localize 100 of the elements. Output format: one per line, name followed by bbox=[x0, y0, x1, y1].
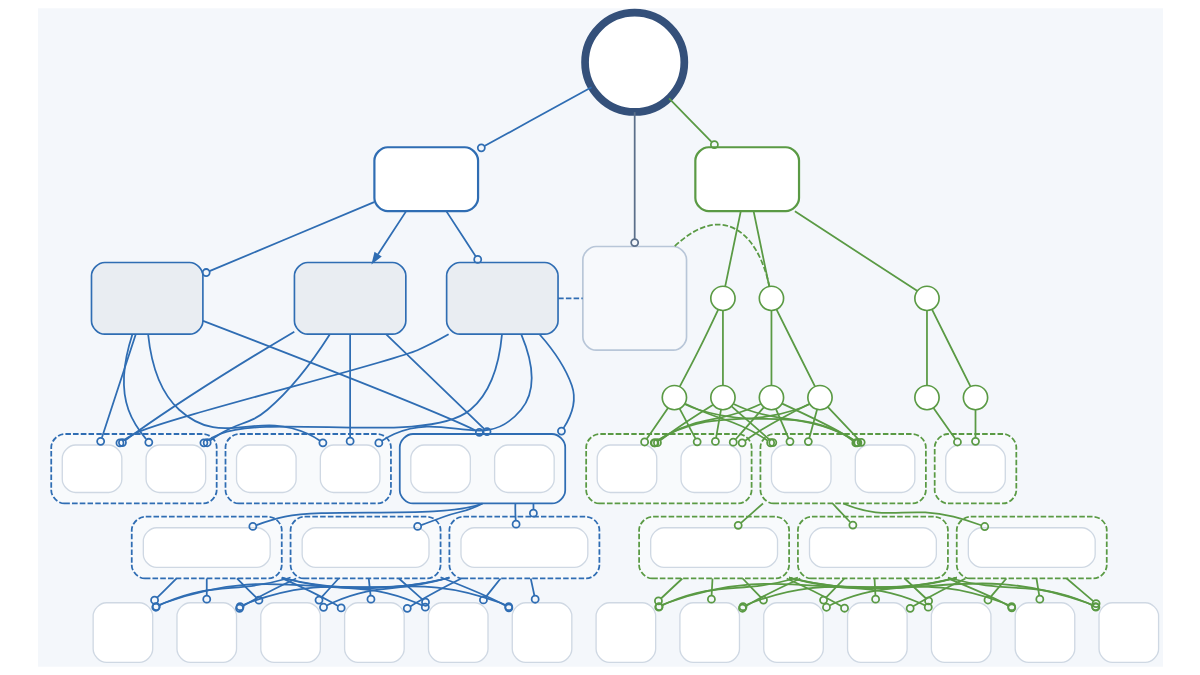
node-box bbox=[762, 602, 824, 663]
connector bbox=[397, 577, 430, 607]
node-circle bbox=[709, 285, 736, 312]
connector bbox=[653, 577, 683, 606]
cluster bbox=[759, 433, 927, 505]
node-box bbox=[142, 527, 271, 569]
node-box bbox=[1014, 602, 1075, 663]
connector bbox=[247, 502, 483, 531]
connector bbox=[629, 111, 639, 247]
connector bbox=[673, 223, 770, 288]
connector bbox=[412, 502, 483, 531]
connector bbox=[650, 403, 762, 448]
node-box bbox=[581, 245, 687, 351]
connector bbox=[733, 502, 764, 530]
node-box bbox=[61, 444, 122, 494]
node-box bbox=[596, 444, 657, 494]
connector bbox=[737, 577, 801, 613]
node-circle bbox=[758, 384, 784, 411]
connector bbox=[903, 577, 933, 606]
node-box bbox=[92, 602, 153, 663]
connector bbox=[706, 577, 716, 604]
connector bbox=[723, 210, 742, 288]
connector bbox=[841, 502, 989, 531]
node-box bbox=[511, 602, 572, 663]
cluster bbox=[955, 515, 1108, 580]
connector bbox=[818, 577, 845, 605]
connector bbox=[1065, 577, 1100, 608]
cluster bbox=[448, 515, 600, 580]
connector bbox=[683, 402, 775, 448]
connector bbox=[439, 576, 513, 613]
connector bbox=[803, 408, 818, 446]
connector bbox=[373, 333, 532, 448]
connector bbox=[95, 333, 137, 446]
connector bbox=[774, 408, 794, 446]
connector bbox=[728, 406, 765, 447]
node-box bbox=[459, 527, 588, 569]
node-box bbox=[967, 527, 1096, 569]
connector bbox=[826, 406, 866, 447]
node-box bbox=[90, 261, 204, 335]
connector bbox=[556, 297, 584, 300]
node-circle bbox=[913, 285, 940, 312]
connector bbox=[639, 407, 669, 447]
cluster bbox=[398, 433, 566, 505]
cluster bbox=[796, 515, 949, 580]
connector bbox=[478, 577, 501, 605]
connector bbox=[235, 577, 263, 605]
node-box bbox=[930, 602, 992, 663]
connector bbox=[653, 576, 799, 612]
connector bbox=[775, 308, 816, 388]
connector bbox=[683, 403, 862, 448]
connector bbox=[741, 577, 768, 605]
connector bbox=[146, 333, 327, 448]
connector bbox=[402, 577, 462, 613]
node-box bbox=[293, 261, 407, 335]
node-box bbox=[235, 444, 297, 494]
connector bbox=[1034, 577, 1044, 604]
node-box bbox=[493, 444, 555, 494]
connector bbox=[793, 210, 918, 292]
connector bbox=[314, 577, 339, 605]
cluster bbox=[289, 515, 441, 580]
node-box bbox=[944, 444, 1006, 494]
node-box bbox=[649, 527, 778, 569]
connector bbox=[732, 403, 862, 448]
connector bbox=[201, 577, 211, 604]
node-box bbox=[846, 602, 908, 663]
arrow bbox=[370, 210, 407, 265]
node-box bbox=[1097, 602, 1159, 663]
cluster bbox=[584, 433, 752, 505]
node-box bbox=[319, 444, 381, 494]
connector bbox=[511, 502, 520, 529]
node-box bbox=[445, 261, 559, 335]
node-box bbox=[594, 602, 656, 663]
connector bbox=[150, 576, 291, 612]
connector bbox=[678, 308, 719, 388]
connector bbox=[831, 502, 857, 530]
node-circle bbox=[806, 384, 833, 411]
connector bbox=[122, 333, 153, 447]
connector bbox=[970, 408, 980, 446]
connector bbox=[115, 333, 449, 448]
connector bbox=[785, 577, 849, 613]
node-box bbox=[409, 444, 471, 494]
node-box bbox=[427, 602, 489, 663]
connector bbox=[678, 407, 702, 447]
connector bbox=[529, 577, 540, 604]
connector bbox=[201, 201, 375, 277]
cluster bbox=[637, 515, 790, 580]
connector bbox=[667, 97, 719, 150]
connector bbox=[780, 402, 860, 448]
connector bbox=[925, 309, 928, 387]
connector bbox=[384, 333, 491, 436]
node-circle bbox=[660, 384, 687, 411]
connector bbox=[202, 333, 331, 448]
node-box bbox=[678, 602, 740, 663]
connector bbox=[770, 309, 772, 387]
connector bbox=[199, 333, 503, 448]
connector bbox=[737, 403, 810, 448]
node-circle bbox=[580, 8, 688, 116]
connector bbox=[234, 577, 297, 613]
node-box bbox=[343, 602, 405, 663]
connector bbox=[538, 333, 575, 436]
